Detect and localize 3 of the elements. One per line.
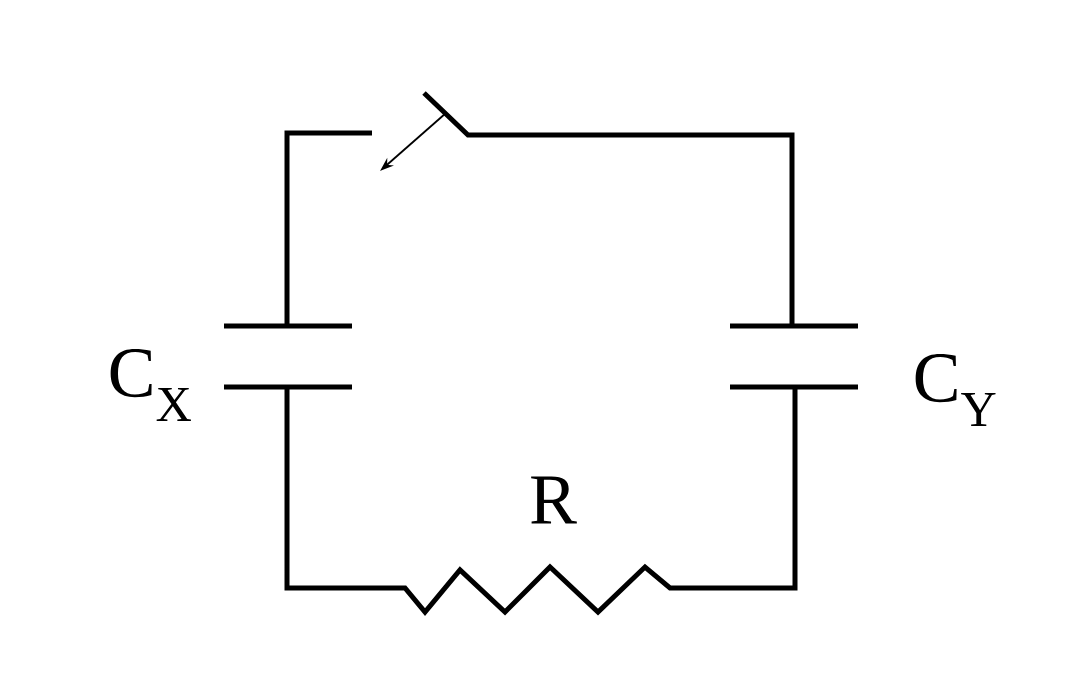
component-label: R xyxy=(531,476,577,524)
component-label: C$_{X}$ xyxy=(110,349,191,421)
component-label: C$_{Y}$ xyxy=(915,354,996,426)
